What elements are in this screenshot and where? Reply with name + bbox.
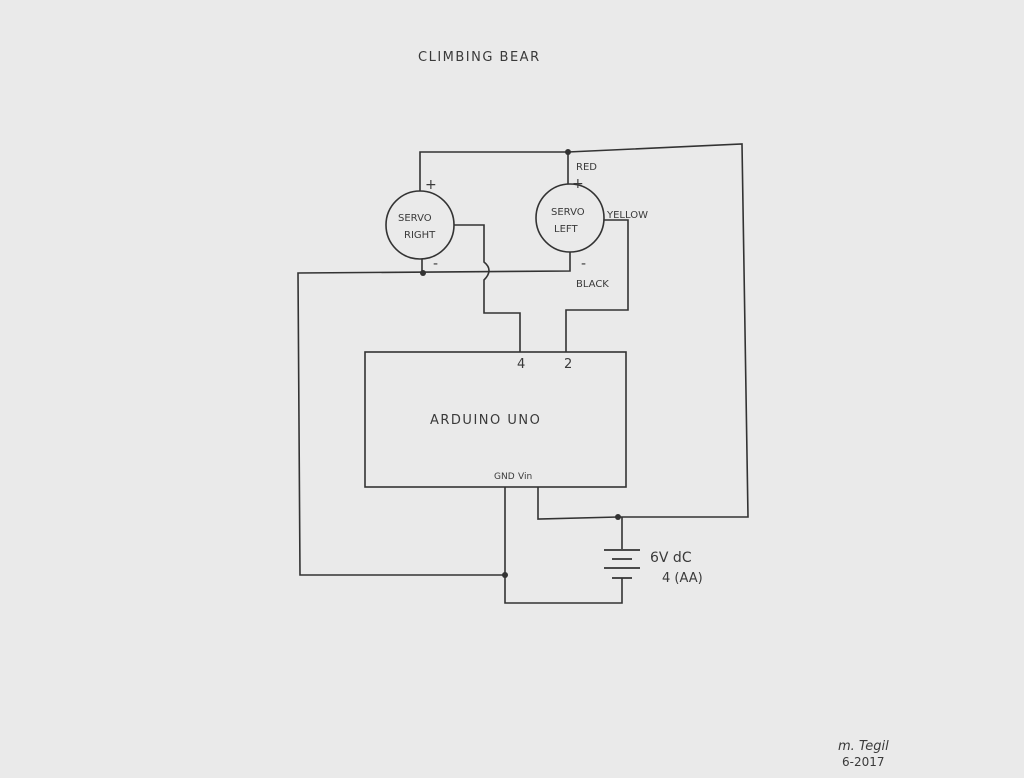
servo-right-label-1: SERVO xyxy=(398,213,432,224)
servo-left-minus: - xyxy=(581,256,586,272)
junction-dot xyxy=(502,572,508,578)
servo-left xyxy=(535,183,605,253)
servo-right-label-2: RIGHT xyxy=(404,230,436,241)
signature-name: m. Tegil xyxy=(838,739,889,754)
battery-voltage-label: 6V dC xyxy=(650,550,692,566)
pin-2-label: 2 xyxy=(564,357,572,372)
diagram-title: CLIMBING BEAR xyxy=(418,50,541,65)
servo-left-label-2: LEFT xyxy=(554,224,578,235)
arduino-uno-board xyxy=(364,351,627,488)
vin-pin-label: Vin xyxy=(518,472,532,482)
gnd-pin-label: GND xyxy=(494,472,515,482)
arduino-label: ARDUINO UNO xyxy=(430,413,541,428)
red-wire-label: RED xyxy=(576,162,597,173)
servo-right-minus: - xyxy=(433,256,438,272)
battery-wire xyxy=(504,487,623,604)
power-wire xyxy=(419,143,749,520)
servo-right-plus: + xyxy=(425,177,437,193)
yellow-wire-label: YELLOW xyxy=(606,210,648,221)
junction-dot xyxy=(420,270,426,276)
junction-dot xyxy=(565,149,571,155)
battery-cells-label: 4 (AA) xyxy=(662,571,703,586)
battery-symbol xyxy=(604,549,640,579)
right-servo-signal-wire xyxy=(454,224,521,352)
signature-date: 6-2017 xyxy=(842,755,885,769)
servo-right xyxy=(385,190,455,260)
junction-dot xyxy=(615,514,621,520)
servo-left-label-1: SERVO xyxy=(551,207,585,218)
left-servo-signal-wire xyxy=(565,219,629,352)
servo-left-plus: + xyxy=(572,176,584,192)
pin-4-label: 4 xyxy=(517,357,525,372)
black-wire-label: BLACK xyxy=(576,279,609,290)
